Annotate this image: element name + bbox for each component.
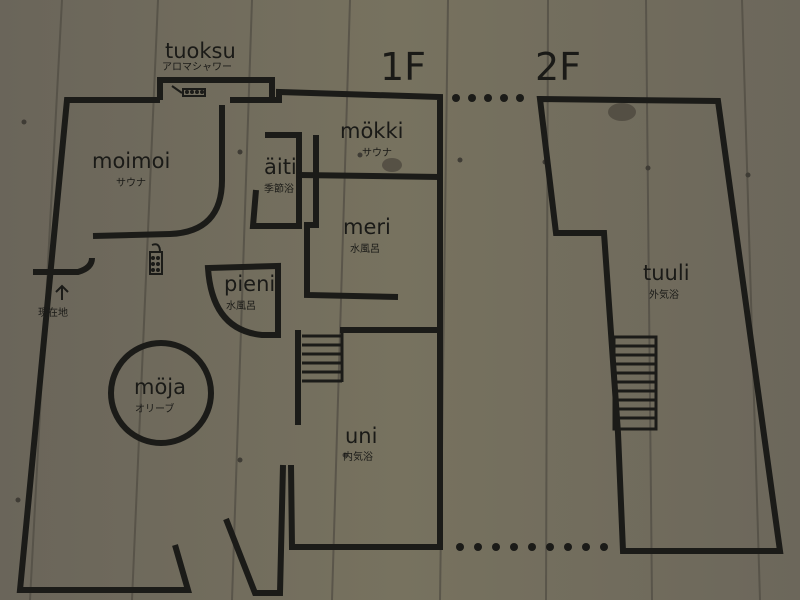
room-aiti-sub: 季節浴 bbox=[264, 182, 294, 195]
shower-icon bbox=[149, 243, 163, 275]
room-mokki-name: mökki bbox=[340, 119, 403, 143]
first-floor-walls bbox=[16, 77, 443, 596]
room-moja-sub: オリーブ bbox=[135, 402, 174, 415]
floor-label-1f: 1F bbox=[380, 45, 426, 89]
room-tuuli-sub: 外気浴 bbox=[649, 288, 679, 301]
room-moja-name: möja bbox=[134, 375, 186, 399]
up-arrow-icon bbox=[55, 284, 69, 300]
shower-icon bbox=[171, 85, 206, 97]
room-pieni-name: pieni bbox=[224, 272, 275, 296]
room-tuoksu-name: tuoksu bbox=[165, 39, 236, 63]
room-meri-name: meri bbox=[343, 215, 391, 239]
room-aiti-name: äiti bbox=[264, 155, 297, 179]
room-uni-sub: 内気浴 bbox=[343, 450, 373, 463]
room-meri-sub: 水風呂 bbox=[350, 243, 380, 255]
dotted-connector bbox=[452, 94, 608, 551]
room-tuoksu-sub: アロマシャワー bbox=[162, 62, 232, 73]
stairs-icon-2f bbox=[612, 335, 658, 431]
room-pieni-sub: 水風呂 bbox=[226, 300, 256, 312]
room-mokki-sub: サウナ bbox=[362, 147, 392, 159]
room-tuuli-name: tuuli bbox=[643, 261, 690, 285]
current-location-label: 現在地 bbox=[38, 306, 68, 319]
room-uni-name: uni bbox=[345, 424, 377, 448]
room-moimoi-sub: サウナ bbox=[116, 177, 146, 189]
room-moimoi-name: moimoi bbox=[92, 149, 170, 173]
stairs-icon-1f bbox=[302, 330, 344, 383]
floor-label-2f: 2F bbox=[535, 45, 581, 89]
second-floor-walls bbox=[536, 95, 784, 554]
